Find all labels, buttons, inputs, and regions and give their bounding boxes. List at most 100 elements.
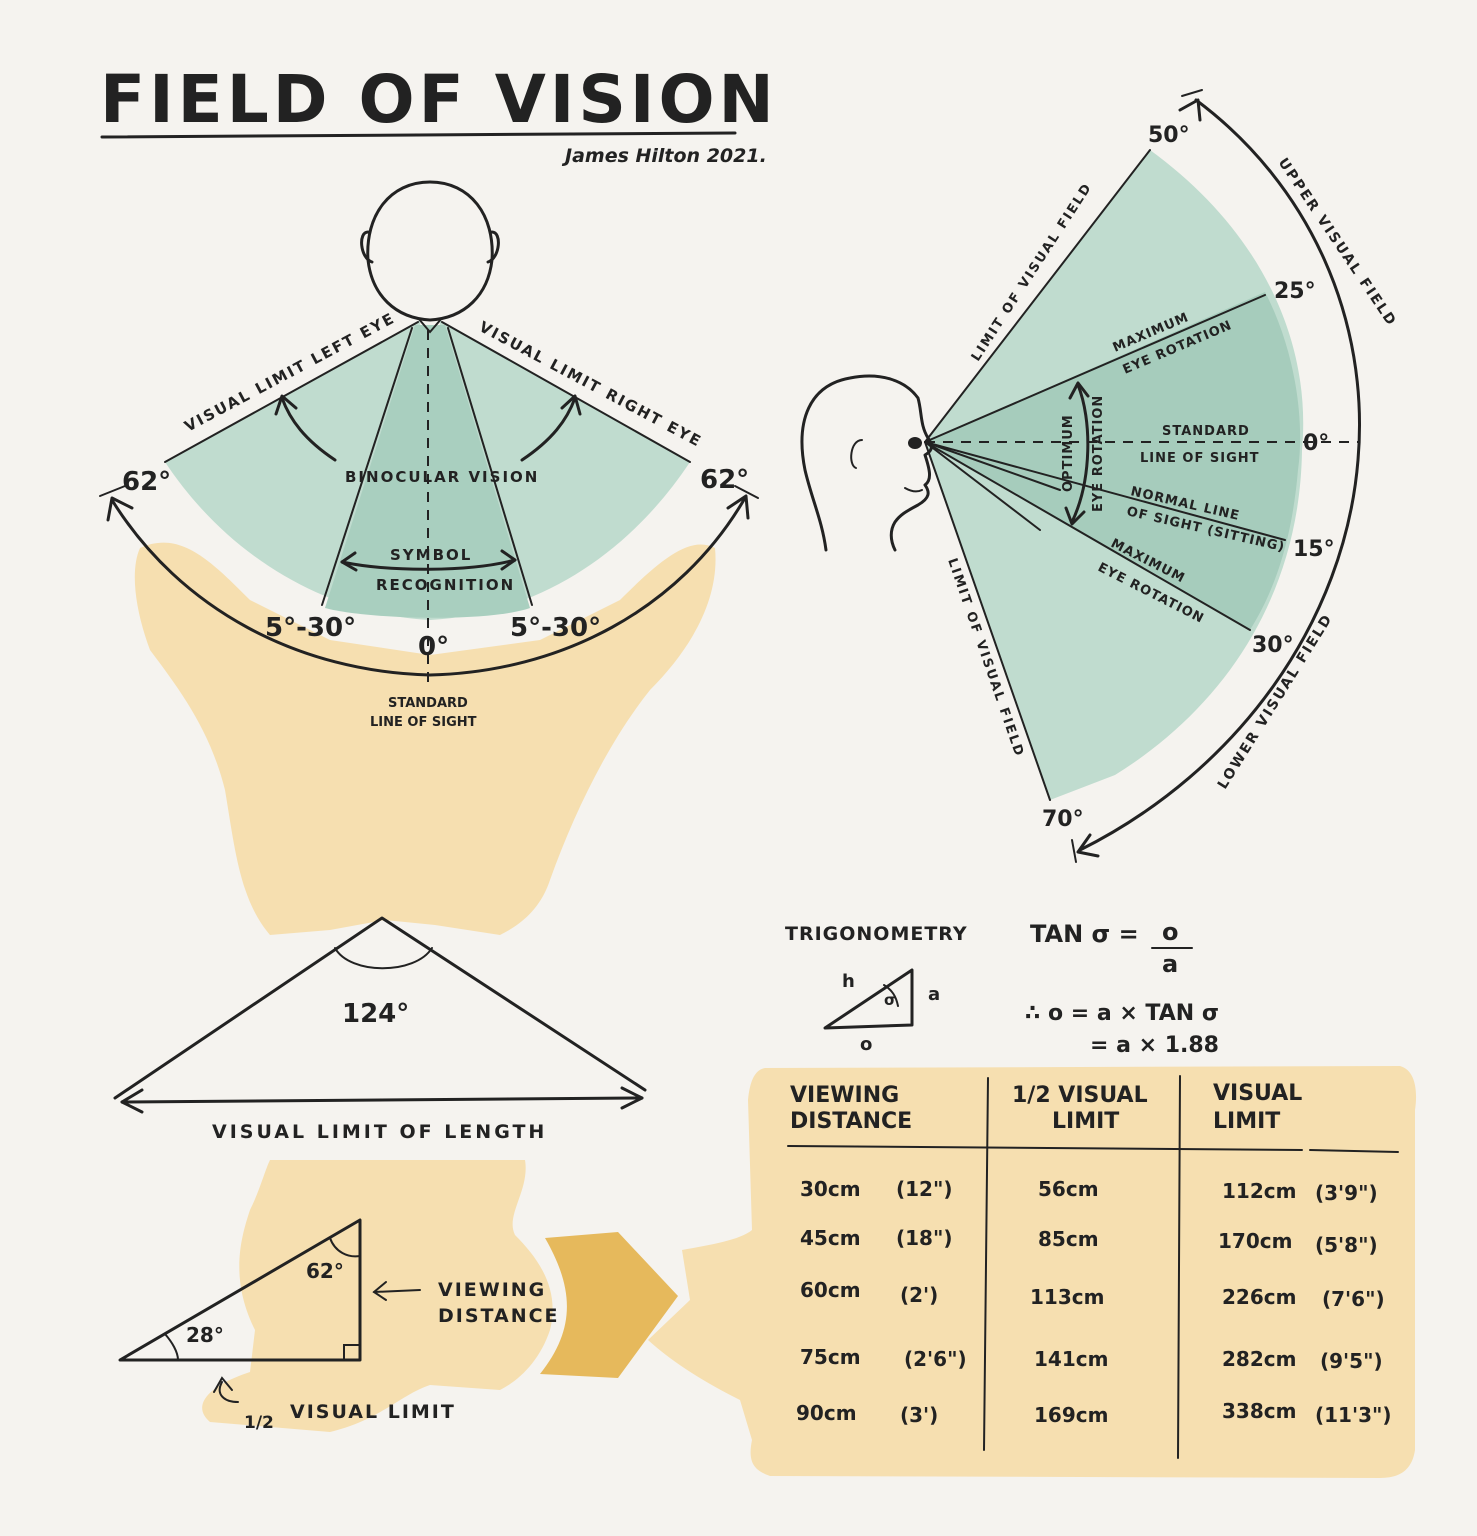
binocular-right-line [447, 327, 533, 606]
line-30 [924, 441, 1251, 631]
symbol-arrow-head-left [340, 551, 358, 572]
angle-15: 15° [1293, 537, 1335, 562]
trig-o: o [860, 1034, 872, 1055]
binocular-arrow-left-head [274, 394, 298, 416]
nose-mark [417, 317, 443, 334]
col1-header-1: VIEWING [790, 1083, 899, 1108]
tick-70 [1071, 839, 1077, 863]
col2-header-1: 1/2 VISUAL [1012, 1083, 1148, 1108]
angle-70: 70° [1042, 807, 1084, 832]
binocular-label: BINOCULAR VISION [345, 468, 539, 486]
row2-full: 170cm [1218, 1229, 1292, 1253]
half-label-2: VISUAL LIMIT [290, 1401, 456, 1423]
viewing-label-1: VIEWING [438, 1279, 546, 1301]
col1-header-2: DISTANCE [790, 1109, 912, 1134]
row5-inch: (3') [900, 1403, 938, 1427]
sight-label-2: LINE OF SIGHT [370, 715, 477, 730]
page-title: FIELD OF VISION [100, 61, 778, 138]
trig-h: h [842, 971, 855, 992]
arc-arrow-left [106, 496, 134, 522]
arc-arrow-right [726, 494, 750, 520]
outer-arc-arrow-top [1178, 98, 1202, 122]
col2-header-2: LIMIT [1052, 1109, 1119, 1134]
side-head [800, 374, 933, 552]
table-row: 30cm (12") 56cm 112cm (3'9") [800, 1177, 1378, 1205]
right-ear [486, 230, 500, 264]
angle-62-label: 62° [306, 1259, 344, 1283]
row5-cm: 90cm [796, 1401, 857, 1425]
trig-triangle [823, 968, 914, 1030]
line-25 [924, 294, 1266, 443]
line-mid-1 [924, 441, 1061, 491]
row1-full: 112cm [1222, 1179, 1296, 1203]
optimum-arrow-head-bottom [1064, 506, 1086, 526]
formula-lhs: TAN σ = [1030, 920, 1139, 948]
row2-inch: (18") [896, 1226, 953, 1250]
length-label: VISUAL LIMIT OF LENGTH [212, 1121, 547, 1143]
angle-124: 124° [342, 999, 409, 1029]
binocular-left-line [321, 327, 413, 606]
row3-half: 113cm [1030, 1285, 1104, 1309]
sight-label-1: STANDARD [388, 696, 468, 711]
symbol-recognition-arrow [340, 558, 517, 571]
formula-step1: ∴ o = a × TAN σ [1025, 1001, 1219, 1026]
angle-25: 25° [1274, 279, 1316, 304]
optimum-1: OPTIMUM [1061, 414, 1076, 492]
range-right: 5°-30° [510, 613, 601, 643]
right-limit-line [441, 321, 691, 463]
line-mid-2 [924, 441, 1041, 531]
table-header-rule-1 [787, 1145, 1303, 1151]
row2-half: 85cm [1038, 1227, 1099, 1251]
half-label-1: 1/2 [244, 1413, 274, 1433]
line-50 [924, 149, 1151, 443]
trig-a: a [928, 984, 940, 1005]
zero-degree: 0° [418, 632, 449, 662]
row3-full: 226cm [1222, 1285, 1296, 1309]
row4-inch: (2'6") [904, 1347, 967, 1371]
table-row: 60cm (2') 113cm 226cm (7'6") [800, 1278, 1385, 1311]
side-field-rotation [925, 292, 1301, 630]
angle-30: 30° [1252, 633, 1294, 658]
half-limit-arrow [218, 1381, 239, 1403]
angle-28-arc [164, 1333, 179, 1361]
right-triangle [118, 1218, 362, 1362]
row1-ft: (3'9") [1315, 1181, 1378, 1205]
symbol-label-1: SYMBOL [390, 546, 472, 564]
row1-cm: 30cm [800, 1177, 861, 1201]
line-70 [924, 441, 1051, 801]
row5-half: 169cm [1034, 1403, 1108, 1427]
table-row: 90cm (3') 169cm 338cm (11'3") [796, 1399, 1392, 1427]
binocular-arrow-right-head [560, 394, 582, 416]
viewing-arrow-line [373, 1289, 421, 1293]
col3-header-2: LIMIT [1213, 1109, 1280, 1134]
left-62-tick [99, 485, 126, 497]
title-underline [100, 131, 737, 139]
angle-left-62: 62° [122, 467, 171, 497]
row2-ft: (5'8") [1315, 1233, 1378, 1257]
length-arrow-left [120, 1088, 144, 1114]
left-limit-line [164, 321, 419, 463]
table-background [648, 1066, 1417, 1478]
obtuse-triangle [113, 916, 647, 1100]
side-mouth [904, 487, 923, 493]
col3-header-1: VISUAL [1213, 1081, 1302, 1106]
table-header-rule-2 [1309, 1149, 1399, 1153]
std-line-1: STANDARD [1162, 424, 1250, 439]
row2-cm: 45cm [800, 1226, 861, 1250]
row1-half: 56cm [1038, 1177, 1099, 1201]
lower-cream-blob [202, 1160, 553, 1432]
row4-ft: (9'5") [1320, 1349, 1383, 1373]
torso-shape [134, 542, 716, 935]
formula-step2: = a × 1.88 [1090, 1033, 1219, 1058]
half-limit-arrow-head [213, 1376, 233, 1393]
binocular-arrow-left [280, 396, 337, 462]
length-arrow-right [620, 1086, 644, 1110]
row4-half: 141cm [1034, 1347, 1108, 1371]
angle-50: 50° [1148, 123, 1190, 148]
row3-ft: (7'6") [1322, 1287, 1385, 1311]
row4-full: 282cm [1222, 1347, 1296, 1371]
angle-62-arc [329, 1237, 361, 1258]
optimum-arrow-head-top [1068, 381, 1090, 400]
optimum-2: EYE ROTATION [1091, 395, 1106, 512]
